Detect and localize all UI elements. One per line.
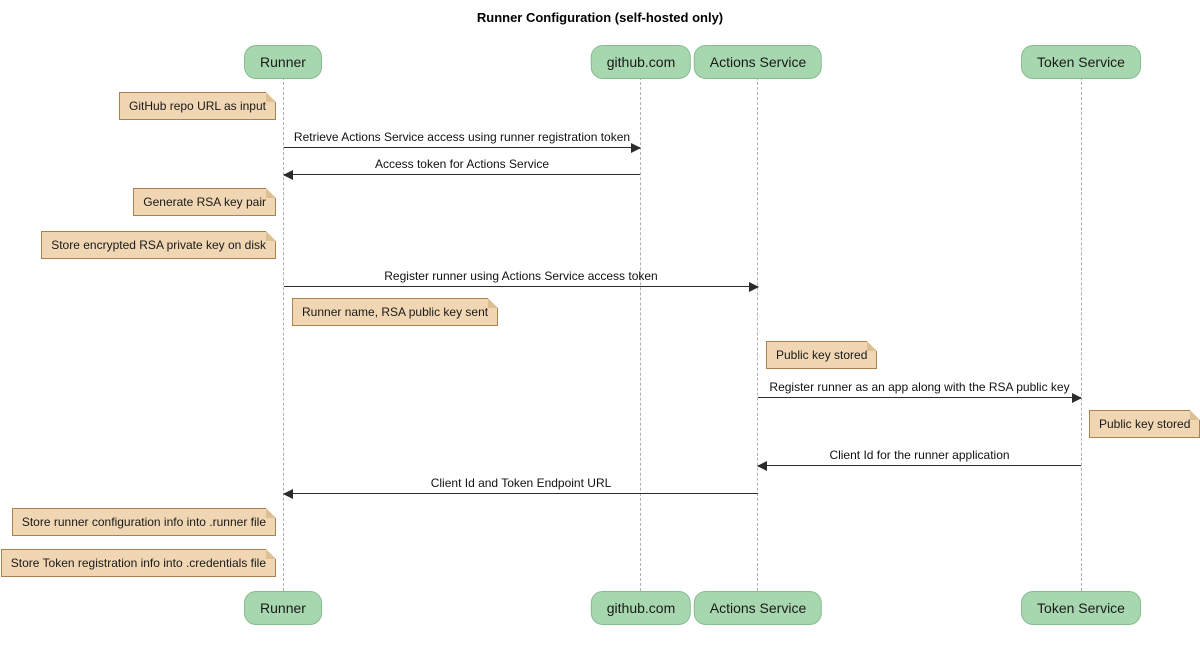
message-label: Client Id for the runner application bbox=[829, 448, 1010, 462]
note-public-key-stored-actions: Public key stored bbox=[766, 341, 878, 369]
note-fold-icon bbox=[1190, 410, 1200, 420]
note-store-credentials-file: Store Token registration info into .cred… bbox=[0, 549, 276, 577]
note-text: Store runner configuration info into .ru… bbox=[21, 515, 266, 529]
message-label: Register runner as an app along with the… bbox=[769, 380, 1070, 394]
message-retrieve-access: Retrieve Actions Service access using ru… bbox=[284, 130, 641, 153]
note-text: Public key stored bbox=[1099, 417, 1191, 431]
note-fold-icon bbox=[867, 341, 878, 351]
message-client-id: Client Id for the runner application bbox=[757, 448, 1081, 471]
message-access-token: Access token for Actions Service bbox=[283, 157, 640, 180]
arrowhead-icon bbox=[749, 282, 759, 292]
note-text: Runner name, RSA public key sent bbox=[302, 305, 489, 319]
participant-github-com-top: github.com bbox=[590, 45, 692, 79]
note-text: Store Token registration info into .cred… bbox=[10, 556, 266, 570]
arrowhead-icon bbox=[283, 170, 293, 180]
message-label: Register runner using Actions Service ac… bbox=[384, 269, 658, 283]
participant-actions-service-bottom: Actions Service bbox=[693, 591, 823, 625]
arrow-right-icon bbox=[758, 393, 1082, 403]
note-fold-icon bbox=[488, 298, 499, 308]
lifeline-runner bbox=[283, 77, 284, 591]
arrow-left-icon bbox=[283, 170, 640, 180]
note-generate-rsa: Generate RSA key pair bbox=[133, 188, 276, 216]
lifeline-actions-service bbox=[757, 77, 758, 591]
note-public-key-stored-token: Public key stored bbox=[1089, 410, 1200, 438]
participant-runner-bottom: Runner bbox=[244, 591, 322, 625]
lifeline-token-service bbox=[1081, 77, 1082, 591]
note-fold-icon bbox=[266, 231, 276, 241]
message-label: Access token for Actions Service bbox=[374, 157, 550, 171]
note-repo-url: GitHub repo URL as input bbox=[119, 92, 276, 120]
participant-token-service-top: Token Service bbox=[1021, 45, 1141, 79]
message-client-id-endpoint: Client Id and Token Endpoint URL bbox=[283, 476, 758, 499]
arrow-left-icon bbox=[757, 461, 1081, 471]
note-text: Store encrypted RSA private key on disk bbox=[51, 238, 266, 252]
participant-runner-top: Runner bbox=[244, 45, 322, 79]
note-fold-icon bbox=[266, 92, 276, 102]
note-fold-icon bbox=[266, 188, 276, 198]
message-register-app: Register runner as an app along with the… bbox=[758, 380, 1082, 403]
arrow-right-icon bbox=[284, 282, 759, 292]
participant-token-service-bottom: Token Service bbox=[1021, 591, 1141, 625]
arrowhead-icon bbox=[631, 143, 641, 153]
lifeline-github-com bbox=[640, 77, 641, 591]
note-fold-icon bbox=[266, 508, 276, 518]
diagram-title: Runner Configuration (self-hosted only) bbox=[476, 10, 724, 25]
participant-github-com-bottom: github.com bbox=[590, 591, 692, 625]
note-text: GitHub repo URL as input bbox=[129, 99, 266, 113]
message-label: Retrieve Actions Service access using ru… bbox=[293, 130, 631, 144]
note-store-runner-file: Store runner configuration info into .ru… bbox=[11, 508, 276, 536]
arrowhead-icon bbox=[757, 461, 767, 471]
message-register-runner: Register runner using Actions Service ac… bbox=[284, 269, 759, 292]
arrowhead-icon bbox=[283, 489, 293, 499]
note-runner-name-sent: Runner name, RSA public key sent bbox=[292, 298, 499, 326]
participant-actions-service-top: Actions Service bbox=[693, 45, 823, 79]
arrow-right-icon bbox=[284, 143, 641, 153]
note-store-private-key: Store encrypted RSA private key on disk bbox=[41, 231, 276, 259]
message-label: Client Id and Token Endpoint URL bbox=[430, 476, 612, 490]
note-fold-icon bbox=[266, 549, 276, 559]
note-text: Generate RSA key pair bbox=[143, 195, 266, 209]
arrowhead-icon bbox=[1072, 393, 1082, 403]
arrow-left-icon bbox=[283, 489, 758, 499]
note-text: Public key stored bbox=[776, 348, 868, 362]
